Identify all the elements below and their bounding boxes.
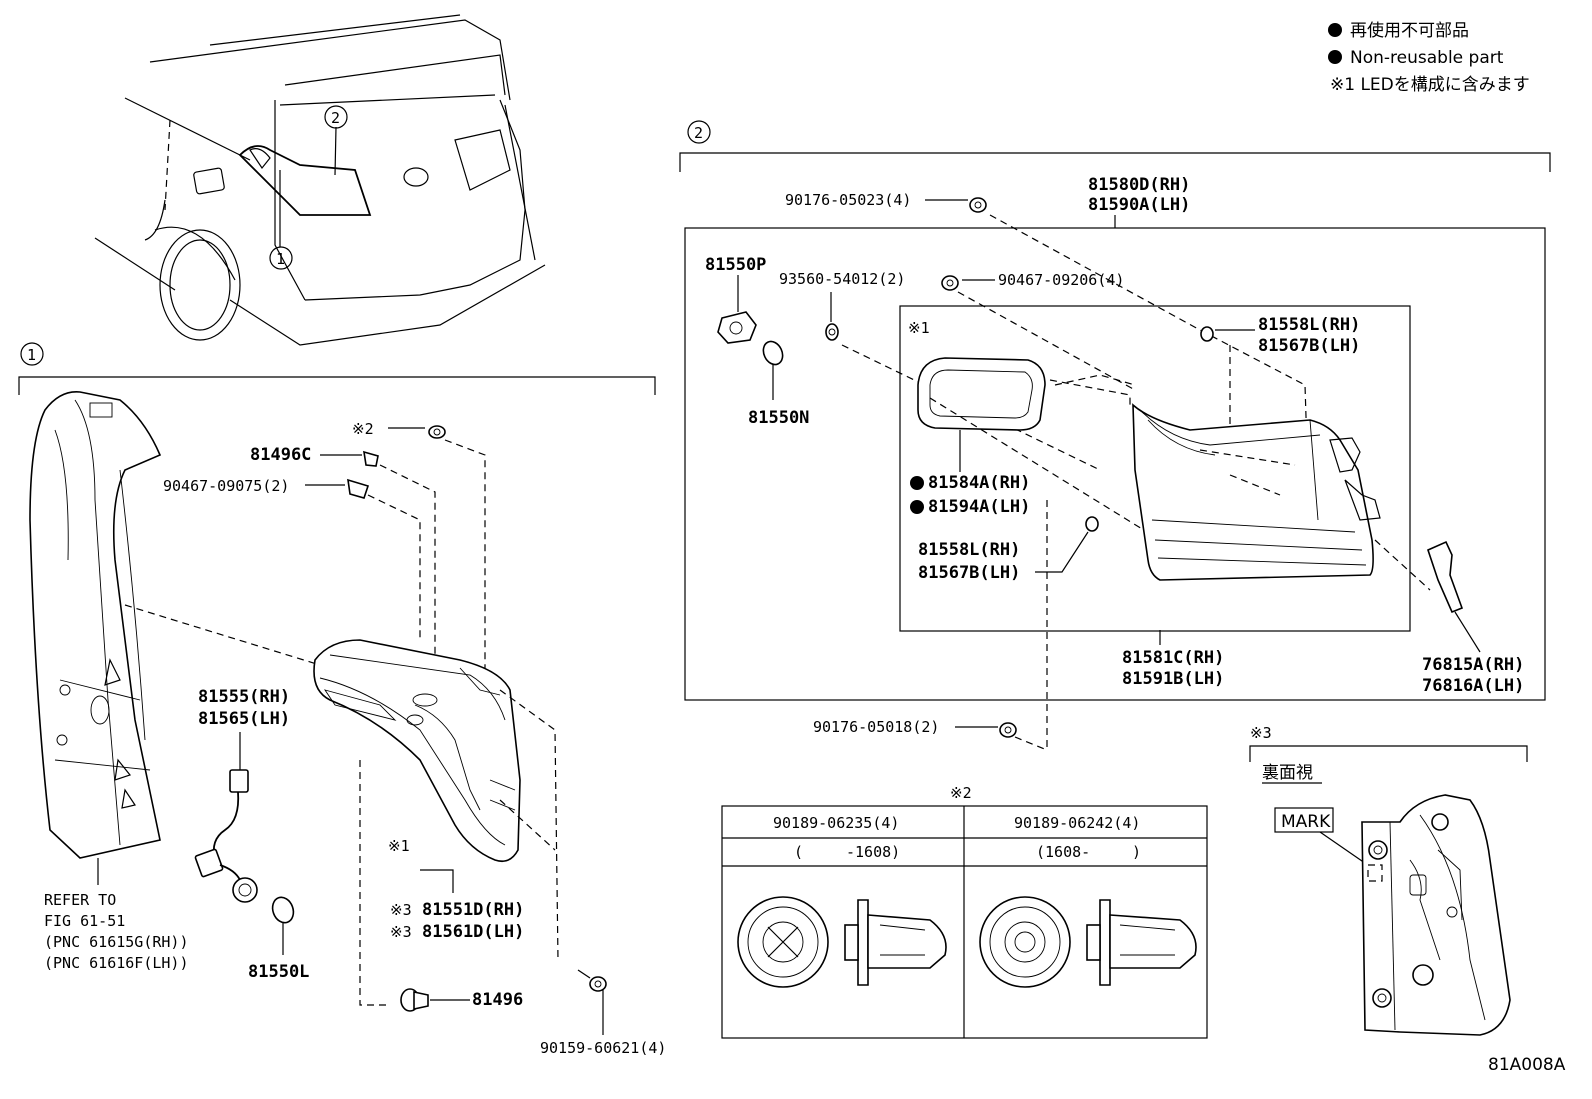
clip-icon xyxy=(1200,326,1214,342)
clip-side-view-icon xyxy=(844,899,947,986)
label-81496: 81496 xyxy=(472,990,523,1010)
lamp-unit-81581C xyxy=(1132,403,1381,581)
label-81550N: 81550N xyxy=(748,408,809,428)
clip-front-view-icon xyxy=(737,896,829,988)
socket-wire-harness xyxy=(194,769,258,903)
non-reusable-dot-icon xyxy=(1328,23,1342,37)
note-3a: ※3 xyxy=(390,901,412,919)
clip-side-view-icon xyxy=(1086,899,1197,986)
label-81565: 81565(LH) xyxy=(198,709,290,729)
assembly-outer-box xyxy=(684,227,1546,701)
table-col1-part: 90189-06235(4) xyxy=(773,814,899,832)
non-reusable-dot-icon xyxy=(910,476,924,490)
label-90467-09075: 90467-09075(2) xyxy=(163,477,289,495)
assembly-inner-box xyxy=(899,305,1411,632)
label-81555: 81555(RH) xyxy=(198,687,290,707)
label-81594A: 81594A(LH) xyxy=(928,497,1030,517)
clip-variant-table: ※2 90189-06235(4) 90189-06242(4) ( -1608… xyxy=(721,784,1208,1039)
lamp-rear-view xyxy=(1361,794,1511,1036)
label-90176-05023: 90176-05023(4) xyxy=(785,191,911,209)
label-81584A: 81584A(RH) xyxy=(928,473,1030,493)
vehicle-overview: 2 1 xyxy=(94,14,546,346)
section-2: 2 81580D(RH) 81590A(LH) 90176-05023(4) 8… xyxy=(679,120,1551,751)
label-81551D: 81551D(RH) xyxy=(422,900,524,920)
legend-line-2: Non-reusable part xyxy=(1350,48,1504,68)
screw-icon xyxy=(825,323,839,341)
clip-icon xyxy=(1085,516,1099,532)
label-81558L-upper: 81558L(RH) xyxy=(1258,315,1360,335)
note-2-label: ※2 xyxy=(352,420,374,438)
label-81567B-upper: 81567B(LH) xyxy=(1258,336,1360,356)
label-90176-05018: 90176-05018(2) xyxy=(813,718,939,736)
label-81580D: 81580D(RH) xyxy=(1088,175,1190,195)
label-81496C: 81496C xyxy=(250,445,311,465)
mark-label-box xyxy=(1274,807,1334,833)
note-1-left: ※1 xyxy=(388,837,410,855)
label-76815A: 76815A(RH) xyxy=(1422,655,1524,675)
non-reusable-dot-icon xyxy=(1328,50,1342,64)
note-3-rear: ※3 xyxy=(1250,724,1272,742)
legend-line-1: 再使用不可部品 xyxy=(1350,20,1469,41)
screw-icon xyxy=(941,275,959,291)
table-col1-range: -1608) xyxy=(846,843,900,861)
refer-line-1: REFER TO xyxy=(44,891,116,909)
figure-code: 81A008A xyxy=(1488,1055,1566,1075)
overview-marker-1: 1 xyxy=(276,250,285,268)
note-2-table: ※2 xyxy=(950,784,972,802)
label-81561D: 81561D(LH) xyxy=(422,922,524,942)
note-1-right: ※1 xyxy=(908,319,930,337)
gasket-81584A xyxy=(917,357,1046,431)
refer-line-3: (PNC 61615G(RH)) xyxy=(44,933,189,951)
label-93560-54012: 93560-54012(2) xyxy=(779,270,905,288)
label-81581C: 81581C(RH) xyxy=(1122,648,1224,668)
table-col2-part: 90189-06242(4) xyxy=(1014,814,1140,832)
table-col1-range-open: ( xyxy=(794,843,803,861)
label-81550L: 81550L xyxy=(248,962,309,982)
screw-icon xyxy=(999,722,1017,738)
refer-line-2: FIG 61-51 xyxy=(44,912,125,930)
section-1-marker: 1 xyxy=(27,346,36,364)
label-81550P: 81550P xyxy=(705,255,766,275)
screw-icon xyxy=(969,197,987,213)
table-col2-range: (1608- xyxy=(1036,843,1090,861)
clip-icon xyxy=(428,425,446,439)
label-81558L-lower: 81558L(RH) xyxy=(918,540,1020,560)
bulb-icon xyxy=(762,340,784,366)
label-81591B: 81591B(LH) xyxy=(1122,669,1224,689)
section-1: 1 REFER TO FIG 61-51 (PNC 61615G(RH)) (P… xyxy=(18,342,666,1057)
label-90467-09206: 90467-09206(4) xyxy=(998,271,1124,289)
label-81567B-lower: 81567B(LH) xyxy=(918,563,1020,583)
tail-lamp-assembly xyxy=(313,639,521,863)
rear-view-title: 裏面視 xyxy=(1262,762,1313,783)
screw-icon xyxy=(589,976,607,992)
socket-icon xyxy=(717,311,757,344)
rear-view-section: ※3 裏面視 MARK xyxy=(1249,724,1528,1036)
clip-icon xyxy=(363,450,379,467)
reflector-76815A xyxy=(1427,540,1464,614)
table-col2-range-close: ) xyxy=(1132,843,1141,861)
mark-label: MARK xyxy=(1281,812,1331,832)
grommet-icon xyxy=(400,988,429,1012)
legend-line-3: ※1 LEDを構成に含みます xyxy=(1330,75,1530,95)
label-76816A: 76816A(LH) xyxy=(1422,676,1524,696)
bulb-icon xyxy=(271,896,295,924)
refer-line-4: (PNC 61616F(LH)) xyxy=(44,954,189,972)
note-3b: ※3 xyxy=(390,923,412,941)
overview-marker-2: 2 xyxy=(331,109,340,127)
body-pillar-panel xyxy=(29,391,162,859)
non-reusable-dot-icon xyxy=(910,500,924,514)
clip-icon xyxy=(347,478,370,499)
legend: 再使用不可部品 Non-reusable part ※1 LEDを構成に含みます xyxy=(1328,20,1530,95)
label-81590A: 81590A(LH) xyxy=(1088,195,1190,215)
clip-front-view-icon xyxy=(979,896,1071,988)
section-2-marker: 2 xyxy=(694,124,703,142)
label-90159-60621: 90159-60621(4) xyxy=(540,1039,666,1057)
